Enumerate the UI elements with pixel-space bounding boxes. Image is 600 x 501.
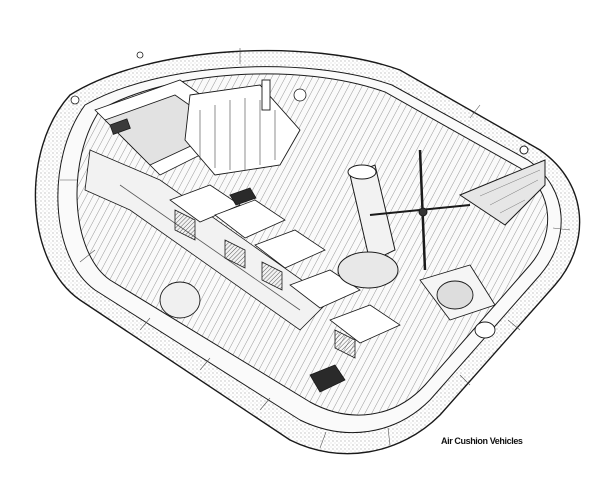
engine	[419, 264, 496, 339]
propeller-assembly	[337, 149, 471, 289]
tail-fin	[458, 145, 546, 226]
side-door	[159, 281, 201, 319]
deck-fittings	[70, 51, 307, 105]
control-cabin	[184, 79, 301, 176]
publisher-caption: Air Cushion Vehicles	[441, 436, 523, 446]
